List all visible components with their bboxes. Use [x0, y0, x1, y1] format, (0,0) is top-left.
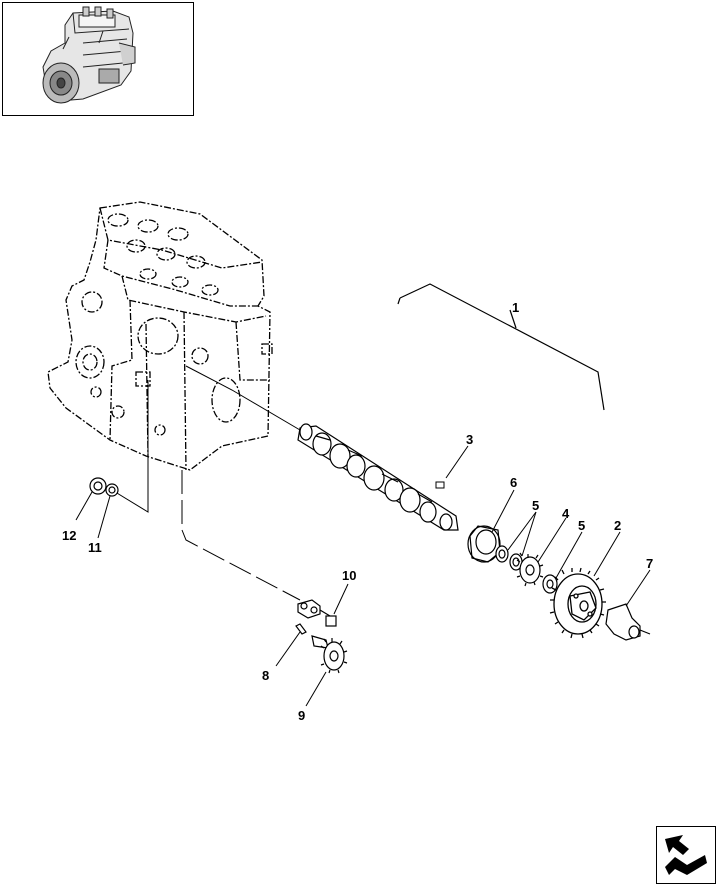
callout-3: 3: [466, 432, 473, 447]
camshaft: [297, 423, 459, 531]
callout-2: 2: [614, 518, 621, 533]
engine-thumbnail: [2, 2, 194, 116]
seal-pair: [89, 477, 119, 497]
idler-gear: [311, 635, 348, 674]
callout-12: 12: [62, 528, 76, 543]
return-button[interactable]: [656, 826, 716, 884]
idler-bracket: [295, 599, 321, 635]
callout-5a: 5: [532, 498, 539, 513]
kit-bracket: [397, 283, 605, 411]
callout-11: 11: [88, 540, 102, 555]
callout-1: 1: [512, 300, 519, 315]
engine-block-phantom: [47, 201, 273, 471]
callout-leaders: [75, 445, 651, 707]
leader-lines: [111, 365, 301, 601]
callout-6: 6: [510, 475, 517, 490]
callout-5b: 5: [578, 518, 585, 533]
small-gear: [516, 552, 544, 587]
callout-8: 8: [262, 668, 269, 683]
callout-9: 9: [298, 708, 305, 723]
camshaft-gear: [549, 567, 606, 639]
gear-hub: [605, 603, 651, 641]
engine-thumbnail-icon: [42, 6, 136, 104]
callout-labels: 1 2 3 4 5 5 6 7 8 9 10 11 12: [62, 300, 653, 723]
thrust-plate: [467, 525, 501, 563]
callout-4: 4: [562, 506, 570, 521]
callout-10: 10: [342, 568, 356, 583]
woodruff-key: [435, 481, 445, 489]
return-arrow-icon: [665, 835, 707, 875]
callout-7: 7: [646, 556, 653, 571]
bolt: [319, 609, 337, 627]
